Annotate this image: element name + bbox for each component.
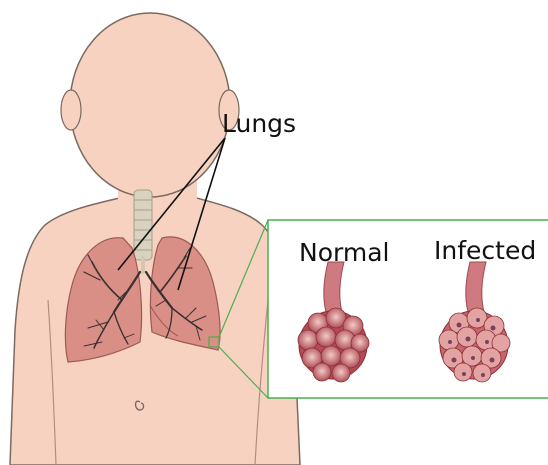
trachea	[134, 190, 152, 260]
child-head	[70, 13, 230, 197]
infected-label: Infected	[434, 238, 536, 263]
left-ear	[61, 90, 81, 130]
normal-label: Normal	[299, 240, 389, 265]
lungs-label: Lungs	[222, 111, 296, 136]
